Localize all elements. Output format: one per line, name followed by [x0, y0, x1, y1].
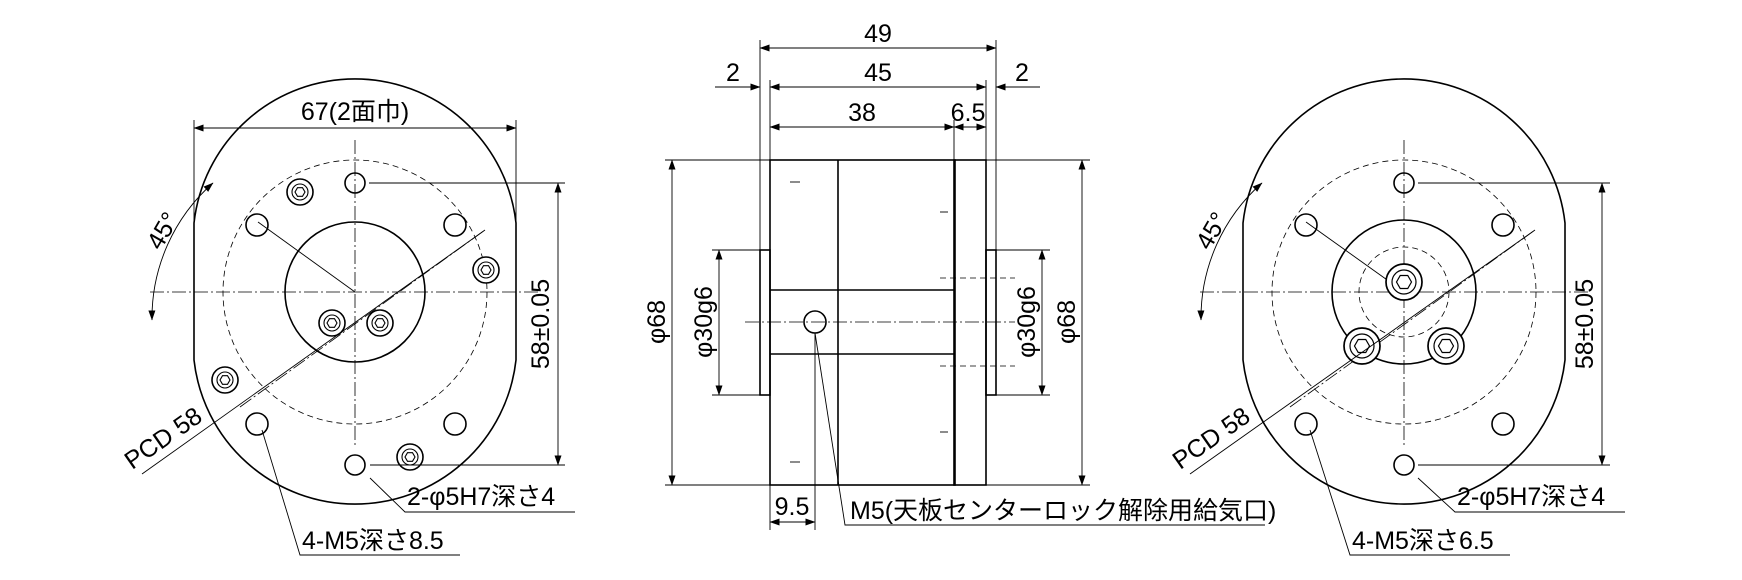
left-tap-hole-1: [245, 213, 269, 237]
right-pin-hole-note: 2-φ5H7深さ4: [1457, 483, 1605, 511]
side-view: 49 45 2 2 38 6.5 φ68 φ30g6 φ30g6 φ68: [643, 20, 1276, 530]
side-overall-length: 49: [864, 20, 892, 48]
side-main-length: 38: [848, 99, 876, 127]
left-width-dimension: 67(2面巾): [301, 98, 409, 126]
left-tap-hole-3: [245, 412, 269, 436]
left-bolt-icon-2: [472, 256, 500, 284]
side-left-boss-diameter: φ30g6: [690, 286, 718, 358]
right-body-outline: [1242, 78, 1566, 505]
left-center-bolt-icon-2: [366, 309, 394, 337]
side-left-gap: 2: [726, 59, 740, 87]
left-end-view: 67(2面巾) 58±0.05 45° PCD 58 2-φ5H7深さ4 4-M…: [120, 78, 575, 556]
right-tap-hole-3: [1294, 412, 1318, 436]
side-main-body: [769, 159, 956, 486]
right-tap-note: 4-M5深さ6.5: [1352, 527, 1494, 555]
right-center-bolt-icon-1: [1385, 263, 1423, 301]
left-pin-hole-note: 2-φ5H7深さ4: [407, 483, 555, 511]
left-tap-hole-4: [443, 412, 467, 436]
right-angle-dimension: 45°: [1190, 208, 1233, 255]
side-left-boss: [759, 249, 771, 396]
left-tap-hole-2: [443, 213, 467, 237]
side-top-plate: [953, 159, 987, 486]
side-port-note: M5(天板センターロック解除用給気口): [850, 497, 1276, 525]
side-body-length: 45: [864, 59, 892, 87]
right-tap-hole-4: [1491, 412, 1515, 436]
right-center-bolt-icon-3: [1427, 327, 1465, 365]
left-height-dimension: 58±0.05: [527, 279, 555, 369]
side-right-gap: 2: [1015, 59, 1029, 87]
left-bolt-icon-4: [396, 443, 424, 471]
left-bolt-icon-3: [211, 366, 239, 394]
right-pin-hole-top: [1393, 172, 1415, 194]
right-tap-hole-1: [1294, 213, 1318, 237]
side-right-boss: [985, 249, 997, 396]
side-right-boss-diameter: φ30g6: [1013, 286, 1041, 358]
side-plate-length: 6.5: [951, 99, 986, 127]
left-angle-dimension: 45°: [141, 208, 184, 255]
side-port-offset: 9.5: [775, 493, 810, 521]
left-tap-note: 4-M5深さ8.5: [302, 527, 444, 555]
right-height-dimension: 58±0.05: [1571, 279, 1599, 369]
left-pin-hole-top: [344, 172, 366, 194]
left-pin-hole-bottom: [344, 454, 366, 476]
left-pcd-label: PCD 58: [120, 402, 208, 475]
right-pin-hole-bottom: [1393, 454, 1415, 476]
right-pcd-label: PCD 58: [1168, 402, 1256, 475]
right-center-bolt-icon-2: [1343, 327, 1381, 365]
side-left-diameter: φ68: [643, 300, 671, 344]
left-45-reference-line: [257, 221, 356, 293]
left-bolt-icon-1: [286, 178, 314, 206]
right-diagonal-centerline: [1289, 229, 1536, 408]
left-body-outline: [193, 78, 517, 505]
right-end-view: 58±0.05 45° PCD 58 2-φ5H7深さ4 4-M5深さ6.5: [1168, 78, 1625, 556]
side-right-diameter: φ68: [1053, 300, 1081, 344]
right-tap-hole-2: [1491, 213, 1515, 237]
